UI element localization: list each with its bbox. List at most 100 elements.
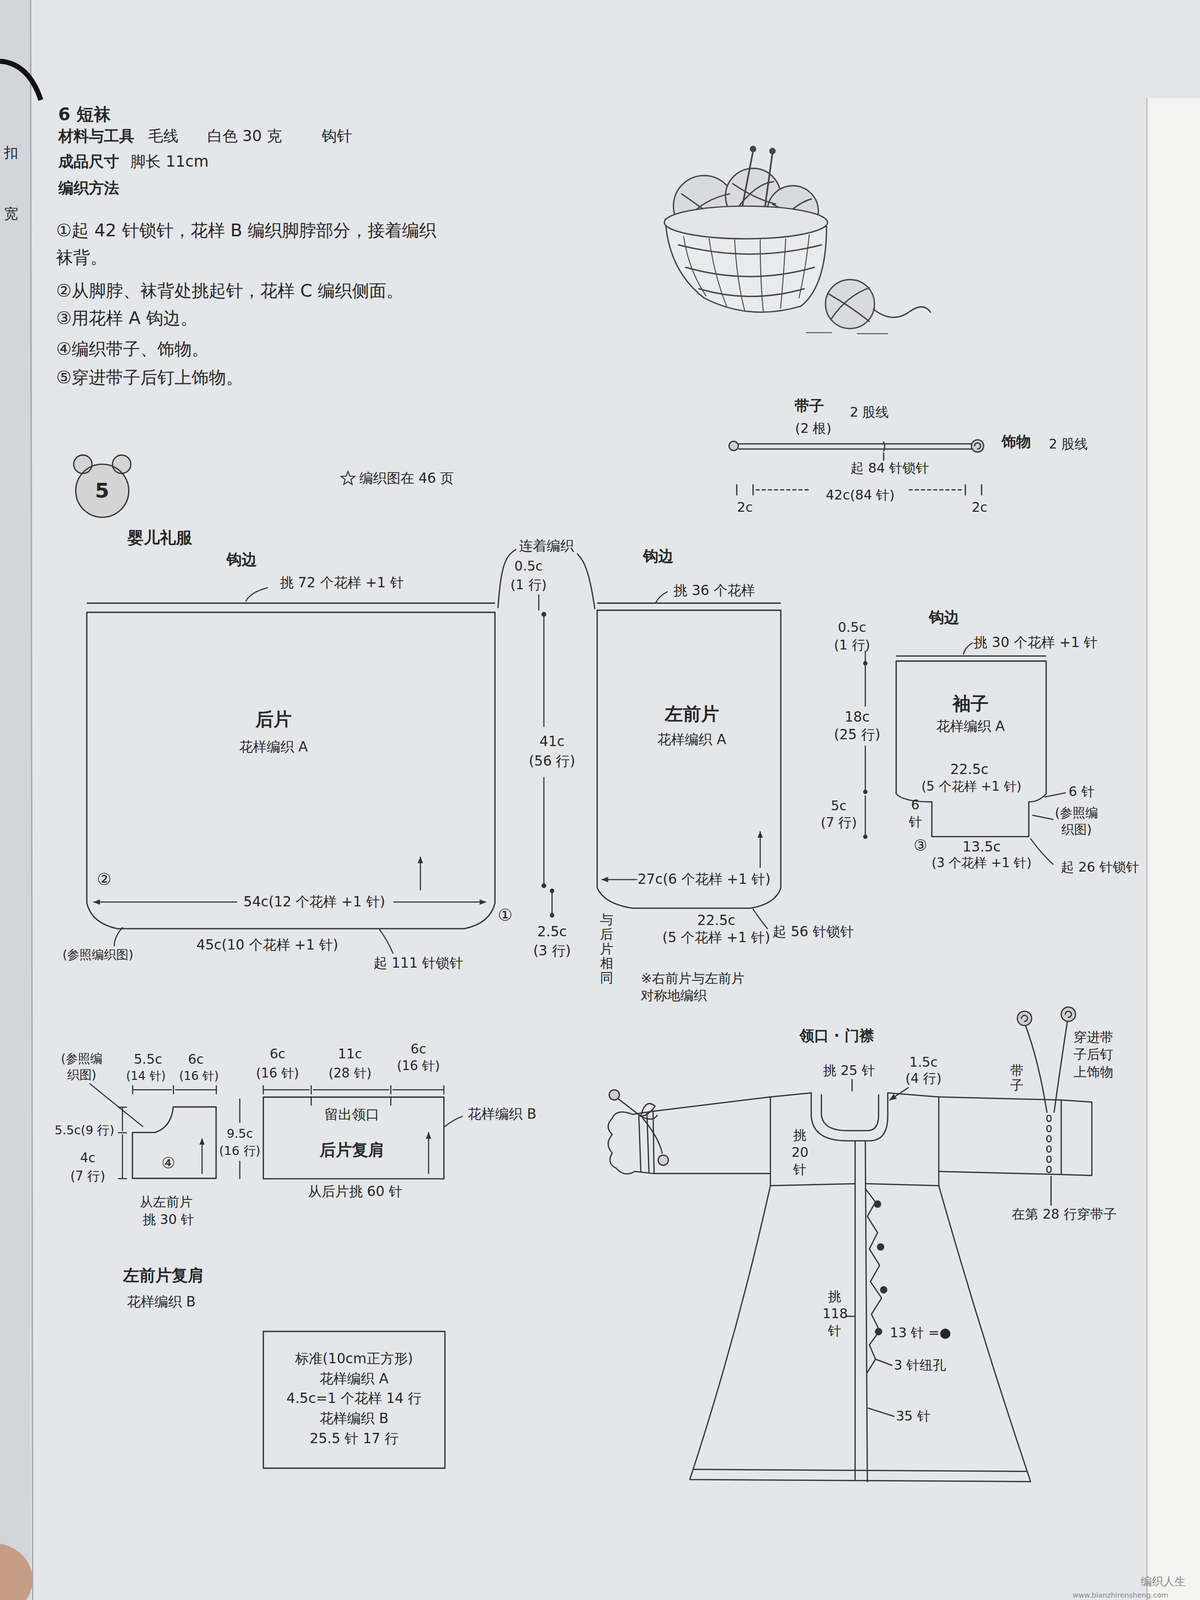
- connector-label: 连着编织: [516, 536, 577, 555]
- annotation-label: 42c(84 针): [825, 486, 895, 504]
- dimension-lines: [752, 909, 768, 929]
- garment-illustration: [1021, 1011, 1072, 1022]
- garment-illustration: [770, 1092, 939, 1097]
- note-text: 挑 20 针: [789, 1126, 811, 1179]
- annotation-label: 从后片挑 60 针: [307, 1182, 403, 1201]
- annotation-label: 编织人生: [1140, 1574, 1186, 1590]
- tie-drawing: [974, 442, 981, 449]
- annotation-label: (参照编织图): [62, 947, 134, 963]
- annotation-label: 54c(12 个花样 +1 针): [243, 893, 386, 912]
- annotation-label: (25 行): [833, 725, 881, 745]
- garment-illustration: [1047, 1115, 1051, 1122]
- annotation-label: 5.5c: [133, 1050, 163, 1068]
- dimension-lines: [863, 835, 868, 839]
- piece-name: 袖子: [936, 691, 1005, 716]
- note-text: 6 针: [907, 796, 924, 831]
- piece-note: 花样编织 B: [286, 1408, 422, 1429]
- dimension-lines: [118, 1107, 127, 1179]
- garment-illustration: [640, 1103, 657, 1120]
- annotation-label: www.bianzhirensheng.com: [1072, 1590, 1169, 1600]
- garment-illustration: [877, 1244, 884, 1250]
- annotation-label: (16 针): [255, 1065, 300, 1082]
- dimension-lines: [114, 927, 123, 946]
- dimension-lines: [89, 587, 1066, 1179]
- annotation-label: 挑 36 个花样: [673, 581, 755, 600]
- star-mark: [341, 471, 355, 485]
- garment-illustration: [1025, 1021, 1068, 1113]
- annotation-label: 22.5c: [950, 760, 989, 779]
- garment-illustration: [634, 1171, 771, 1174]
- piece-outline-path: [86, 602, 496, 929]
- dimension-lines: [863, 790, 868, 794]
- annotation-label: ②: [96, 869, 112, 891]
- piece-text: 留出领口后片复肩: [319, 1105, 385, 1161]
- piece-note: 花样编织 A: [286, 1369, 422, 1390]
- piece-outline-path: [597, 602, 781, 908]
- garment-illustration: [638, 1111, 654, 1174]
- annotation-label: 花样编织 B: [467, 1105, 537, 1124]
- annotation-label: 挑 25 针: [823, 1061, 875, 1079]
- annotation-label: 0.5c: [837, 619, 867, 637]
- garment-illustration: [811, 1092, 888, 1141]
- annotation-label: 22.5c: [697, 911, 736, 930]
- piece-outline: [595, 599, 783, 911]
- piece-outline: [85, 598, 499, 931]
- garment-illustration: [689, 1185, 1031, 1482]
- annotation-label: 13 针 =●: [889, 1324, 951, 1342]
- garment-illustration: [1047, 1135, 1051, 1142]
- tie-drawing: [738, 444, 972, 450]
- garment-illustration: [889, 1087, 908, 1100]
- annotation-label: 2 股线: [1049, 435, 1089, 453]
- yoke-piece: ④: [130, 1104, 219, 1181]
- yarn-basket-illustration: [683, 234, 810, 312]
- note-text: (参照编织图): [59, 1050, 105, 1083]
- annotation-label: (3 个花样 +1 针): [931, 854, 1032, 872]
- annotation-label: 扣: [3, 143, 19, 163]
- badge-number: 5: [69, 450, 135, 521]
- note-text: ※右前片与左前片对称地编织: [640, 969, 751, 1004]
- piece-note: 25.5 针 17 行: [286, 1428, 422, 1450]
- piece-outline-path: [73, 454, 131, 518]
- dimension-lines: [551, 890, 553, 916]
- annotation-label: (16 针): [397, 1057, 441, 1075]
- garment-illustration: [1047, 1166, 1051, 1173]
- piece-name: 留出领口: [319, 1105, 385, 1125]
- annotation-label: 材料与工具: [58, 125, 135, 147]
- annotation-label: 41c: [539, 732, 565, 751]
- annotation-label: 27c(6 个花样 +1 针): [637, 870, 771, 889]
- garment-illustration: [1060, 1100, 1062, 1175]
- dimension-lines: [655, 591, 668, 602]
- yarn-basket-illustration: [828, 287, 870, 322]
- annotation-label: 花样编织 B: [126, 1293, 196, 1312]
- garment-illustration: [875, 1328, 882, 1335]
- annotation-label: 6c: [188, 1050, 204, 1068]
- garment-illustration: [608, 1007, 1093, 1482]
- annotation-label: 饰物: [1001, 432, 1031, 452]
- piece-note: 花样编织 A: [936, 717, 1005, 736]
- annotation-label: (2 根): [795, 420, 832, 438]
- book-edge: [30, 0, 33, 1600]
- annotation-label: 在第 28 行穿带子: [1011, 1205, 1117, 1224]
- annotation-label: (28 针): [328, 1065, 372, 1082]
- annotation-label: (56 行): [528, 752, 576, 771]
- dimension-lines: [543, 614, 545, 886]
- annotation-label: 2c: [737, 498, 753, 516]
- annotation-label: 左前片复肩: [123, 1264, 204, 1286]
- note-text: ④编织带子、饰物。: [55, 335, 485, 363]
- piece-note: 4.5c=1 个花样 14 行: [286, 1388, 422, 1409]
- dimension-lines: [94, 901, 237, 903]
- annotation-label: 2c: [971, 498, 988, 516]
- yarn-basket-illustration: [664, 146, 931, 334]
- piece-text: 5: [95, 477, 110, 504]
- note-text: ⑤穿进带子后钉上饰物。: [55, 364, 485, 392]
- dimension-lines: [132, 1085, 217, 1095]
- annotation-label: 5.5c(9 行): [54, 1122, 115, 1139]
- dimension-lines: [542, 612, 546, 616]
- tie-drawing: [882, 452, 884, 461]
- yarn-basket-illustration: [770, 148, 775, 154]
- yarn-basket-illustration: [873, 306, 931, 318]
- annotation-label: 钩边: [226, 549, 257, 570]
- garment-illustration: [875, 1359, 892, 1366]
